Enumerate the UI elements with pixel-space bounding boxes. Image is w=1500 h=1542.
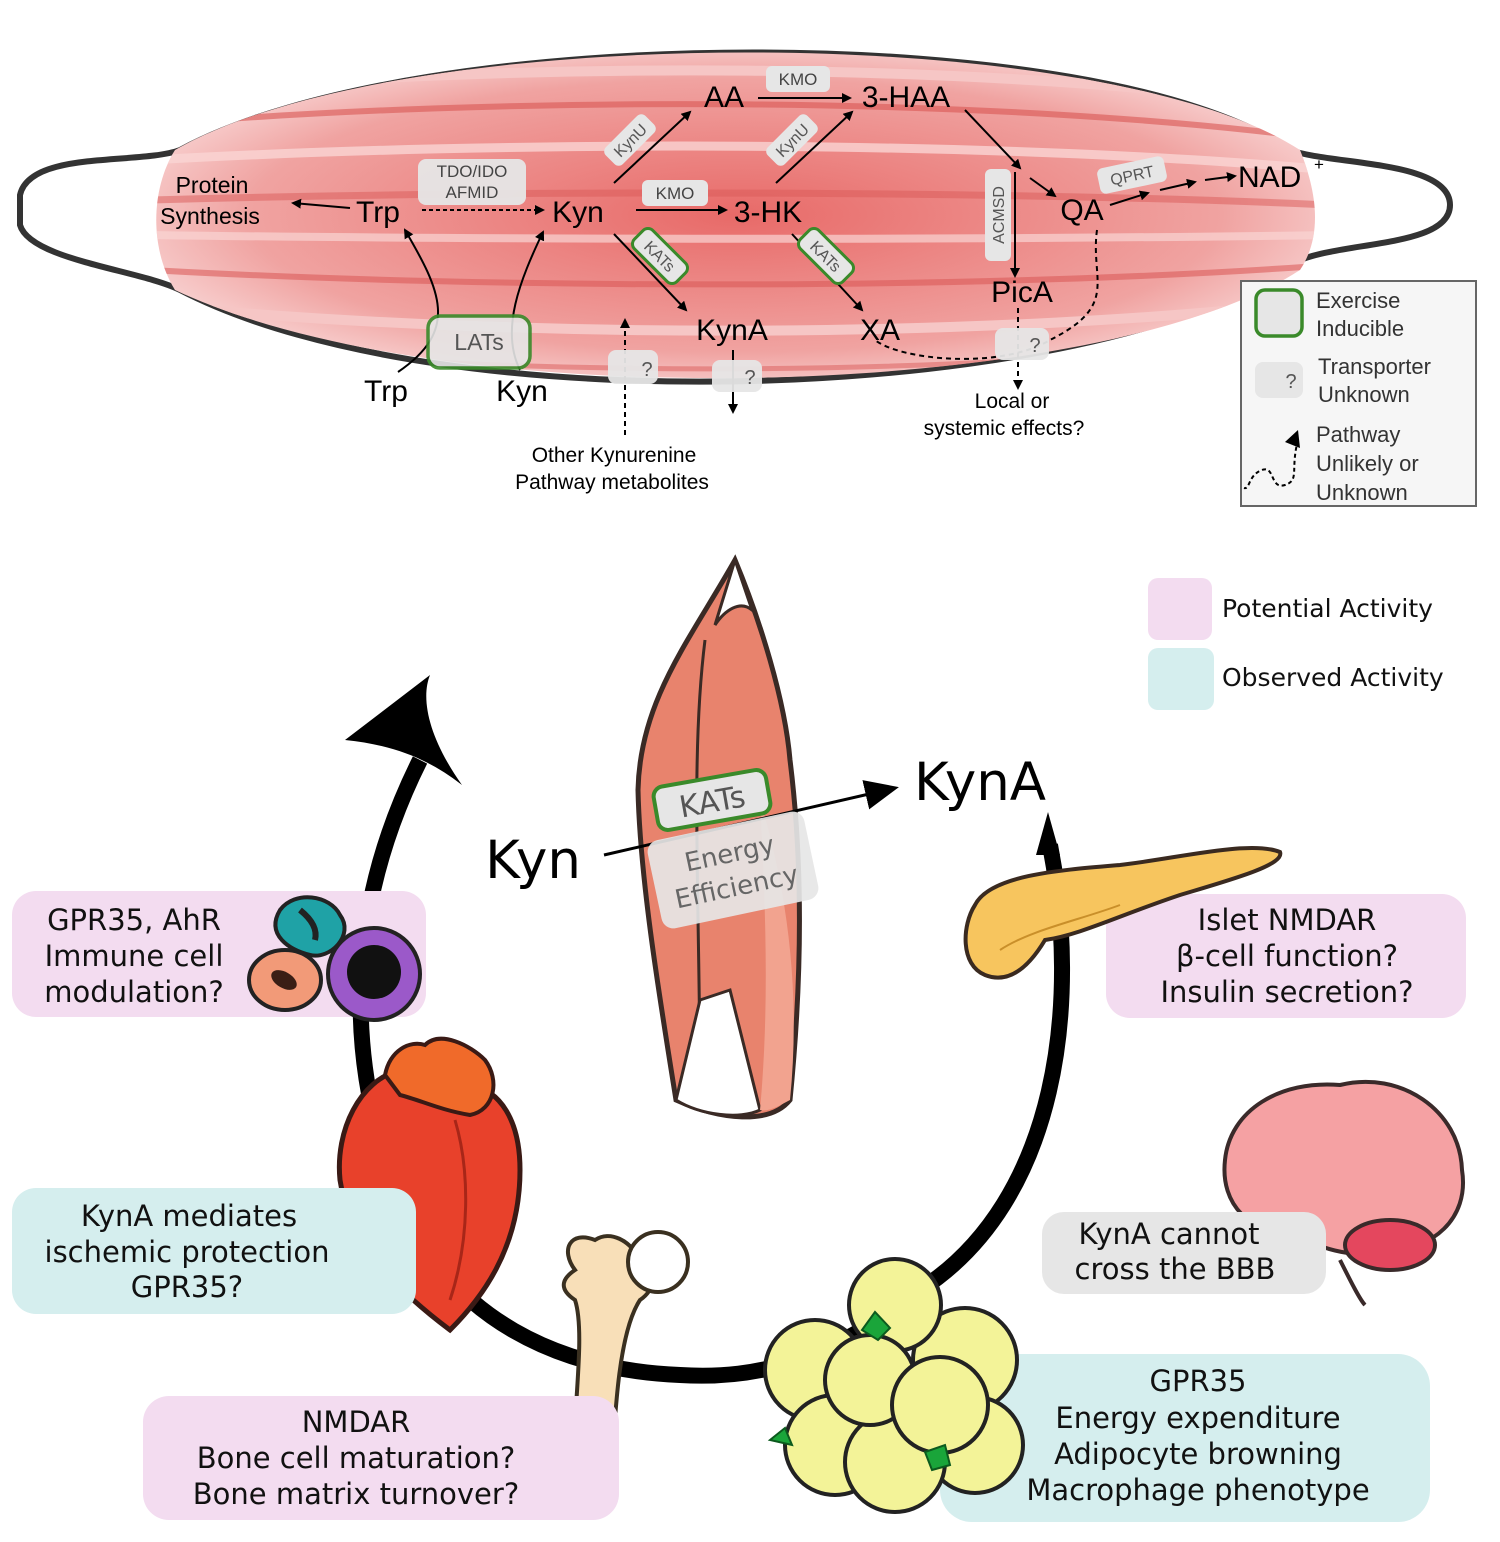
legend-pathway-label-3: Unknown xyxy=(1316,480,1408,505)
islet-label-3: Insulin secretion? xyxy=(1160,975,1413,1009)
immune-label-3: modulation? xyxy=(44,975,224,1009)
adipose-label-2: Energy expenditure xyxy=(1055,1401,1340,1435)
brain-label-1: KynA cannot xyxy=(1078,1217,1259,1251)
svg-text:?: ? xyxy=(641,359,652,381)
metabolite-qa: QA xyxy=(1060,194,1103,227)
legend-potential-swatch xyxy=(1148,578,1212,640)
adipose-label-3: Adipocyte browning xyxy=(1054,1437,1342,1471)
immune-cells-icon xyxy=(247,895,422,1022)
legend-exercise-label-2: Inducible xyxy=(1316,316,1404,341)
legend-pathway: Exercise Inducible ? Transporter Unknown… xyxy=(1240,280,1477,507)
circulation-arrow xyxy=(345,675,1071,1384)
metabolite-xa: XA xyxy=(860,314,900,347)
bone-label-1: NMDAR xyxy=(302,1405,411,1439)
local-effects-label-2: systemic effects? xyxy=(924,417,1085,440)
metabolite-nad: NAD xyxy=(1238,161,1301,194)
kyna-large-label: KynA xyxy=(914,752,1046,813)
svg-text:?: ? xyxy=(1285,371,1296,393)
legend-exercise-label-1: Exercise xyxy=(1316,288,1400,313)
nad-superscript: + xyxy=(1314,155,1324,174)
extracellular-kyn: Kyn xyxy=(496,375,548,408)
lats-label: LATs xyxy=(454,329,503,355)
enzyme-kmo-1: KMO xyxy=(766,66,830,92)
adipose-box: GPR35 Energy expenditure Adipocyte brown… xyxy=(940,1354,1430,1522)
metabolite-aa: AA xyxy=(704,81,744,114)
heart-label-2: ischemic protection xyxy=(45,1235,330,1269)
circulation-arrowhead xyxy=(345,675,462,785)
lats-transporter: LATs xyxy=(426,314,532,370)
legend-observed-label: Observed Activity xyxy=(1222,663,1444,692)
legend-pathway-label-2: Unlikely or xyxy=(1316,451,1419,476)
other-metabolites-label-2: Pathway metabolites xyxy=(515,471,709,494)
local-effects-label-1: Local or xyxy=(975,390,1050,413)
legend-activity: Potential Activity Observed Activity xyxy=(1148,578,1444,710)
other-metabolites-label-1: Other Kynurenine xyxy=(532,444,697,467)
metabolite-kyn: Kyn xyxy=(552,196,604,229)
islet-box: Islet NMDAR β-cell function? Insulin sec… xyxy=(1106,894,1466,1018)
bone-label-2: Bone cell maturation? xyxy=(197,1441,516,1475)
svg-text:?: ? xyxy=(1029,335,1040,357)
enzyme-label-acmsd: ACMSD xyxy=(991,186,1008,244)
brain-label-2: cross the BBB xyxy=(1075,1252,1276,1286)
pancreas-icon xyxy=(963,845,1283,980)
metabolites: Protein Synthesis Trp Kyn AA 3-HAA 3-HK … xyxy=(160,81,1324,494)
enzyme-label-kmo-1: KMO xyxy=(779,70,818,89)
enzyme-label-afmid: AFMID xyxy=(446,183,499,202)
islet-label-2: β-cell function? xyxy=(1176,939,1398,973)
protein-synthesis-label-1: Protein xyxy=(176,172,249,198)
energy-efficiency-box: Energy Efficiency xyxy=(647,811,819,929)
legend-observed-swatch xyxy=(1148,648,1214,710)
bone-box: NMDAR Bone cell maturation? Bone matrix … xyxy=(143,1396,619,1520)
kyn-to-kyna: Kyn KynA KATs Energy Efficiency xyxy=(485,752,1046,929)
brain-box: KynA cannot cross the BBB xyxy=(1042,1212,1326,1294)
extracellular-trp: Trp xyxy=(364,375,408,408)
adipose-label-1: GPR35 xyxy=(1149,1364,1246,1398)
adipose-label-4: Macrophage phenotype xyxy=(1026,1473,1369,1507)
pathway-arrows xyxy=(291,93,1237,435)
enzyme-tdo: TDO/IDO AFMID xyxy=(418,159,526,205)
kyn-large-label: Kyn xyxy=(485,830,581,891)
immune-label-1: GPR35, AhR xyxy=(47,903,221,937)
metabolite-trp: Trp xyxy=(356,196,400,229)
legend-pathway-label-1: Pathway xyxy=(1316,422,1400,447)
legend-potential-label: Potential Activity xyxy=(1222,594,1433,623)
immune-label-2: Immune cell xyxy=(45,939,224,973)
legend-transporter-label-1: Transporter xyxy=(1318,354,1431,379)
adipocytes-icon xyxy=(763,1257,1025,1514)
unknown-transporter-2: ? xyxy=(712,360,762,392)
legend-exercise-swatch xyxy=(1254,288,1304,338)
protein-synthesis-label-2: Synthesis xyxy=(160,203,260,229)
metabolite-3-hk: 3-HK xyxy=(734,196,802,229)
legend-transporter-label-2: Unknown xyxy=(1318,382,1410,407)
metabolite-pica: PicA xyxy=(991,276,1053,309)
heart-label-3: GPR35? xyxy=(131,1270,243,1304)
kats-muscle-box: KATs xyxy=(651,768,773,832)
legend-transporter-swatch xyxy=(1255,362,1303,398)
bone-label-3: Bone matrix turnover? xyxy=(193,1477,519,1511)
enzyme-label-kmo-2: KMO xyxy=(656,184,695,203)
svg-text:?: ? xyxy=(744,367,755,389)
legend-dashed-path xyxy=(1243,439,1299,490)
immune-cell-box: GPR35, AhR Immune cell modulation? xyxy=(12,891,426,1022)
heart-box: KynA mediates ischemic protection GPR35? xyxy=(12,1188,416,1314)
enzyme-kmo-2: KMO xyxy=(642,180,708,206)
enzyme-label-tdo-ido: TDO/IDO xyxy=(437,162,508,181)
heart-label-1: KynA mediates xyxy=(81,1199,297,1233)
islet-label-1: Islet NMDAR xyxy=(1198,903,1377,937)
metabolite-3-haa: 3-HAA xyxy=(862,81,950,114)
unknown-transporter-1: ? xyxy=(608,350,658,384)
unknown-transporter-3: ? xyxy=(995,328,1049,360)
metabolite-kyna: KynA xyxy=(696,314,768,347)
enzyme-acmsd: ACMSD xyxy=(985,169,1011,261)
